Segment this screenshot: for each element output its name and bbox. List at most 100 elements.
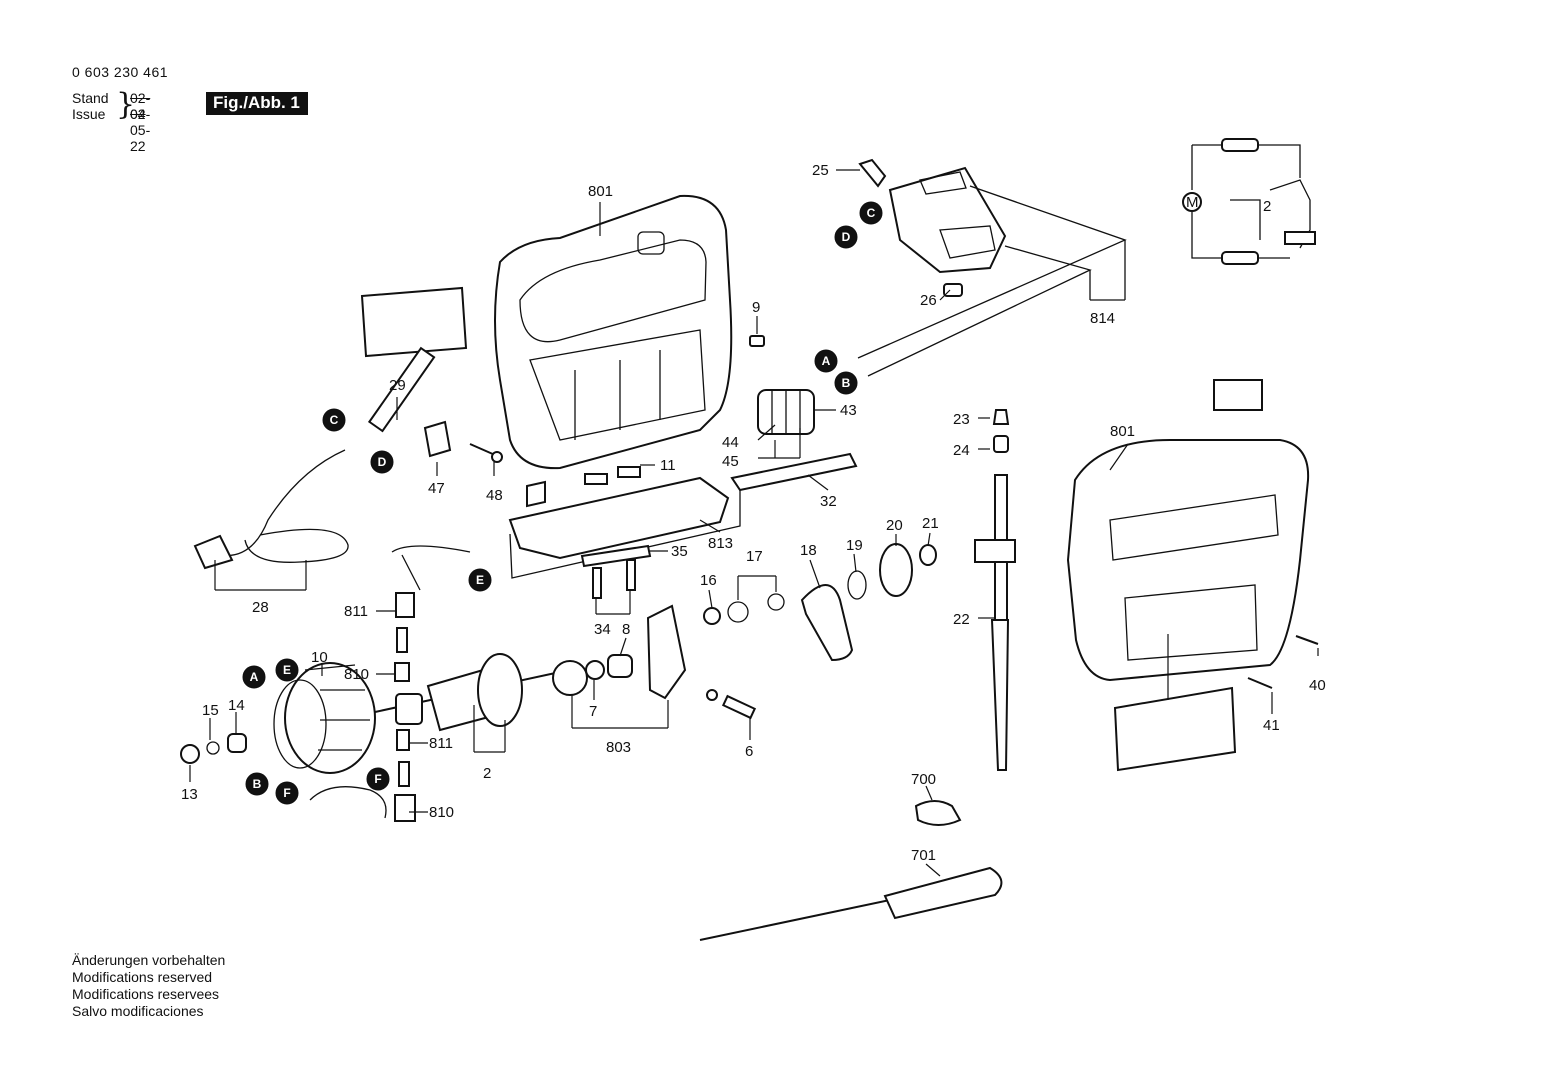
connection-markers: C D A B C D E A — [242, 201, 883, 805]
svg-text:F: F — [374, 772, 381, 786]
part-label: 43 — [840, 402, 857, 419]
part-label: 9 — [752, 299, 760, 316]
part-label: 35 — [671, 543, 688, 560]
stand-issue-block: Stand 02-04 Issue 02-05-22 } — [72, 88, 150, 155]
part-label: 813 — [708, 535, 733, 552]
part-labels: 801 25 9 26 814 29 47 48 43 44 45 11 32 … — [181, 162, 1326, 864]
bushing-24 — [993, 435, 1009, 453]
part-label: 10 — [311, 649, 328, 666]
footer-line: Änderungen vorbehalten — [72, 952, 226, 968]
brush-box-810-lower — [394, 794, 416, 822]
svg-text:F: F — [283, 786, 290, 800]
connection-marker: A — [814, 349, 838, 373]
gear-housing-803 — [646, 604, 687, 700]
brace-glyph: } — [116, 87, 136, 122]
part-label: 811 — [344, 603, 368, 620]
leader-lines — [189, 169, 1319, 877]
part-label: 16 — [700, 572, 717, 589]
cord-sleeve-29 — [367, 346, 436, 433]
stand-label: Stand — [72, 90, 109, 106]
housing-half-left — [494, 194, 733, 470]
switch-assembly — [858, 158, 1007, 297]
bearing-7 — [585, 660, 605, 680]
part-label: 18 — [800, 542, 817, 559]
lead-e — [391, 545, 471, 591]
part-label: 29 — [389, 377, 406, 394]
part-number: 0 603 230 461 — [72, 64, 169, 80]
label-801-upper — [1213, 379, 1263, 411]
lead-f — [309, 786, 387, 819]
part-label: 32 — [820, 493, 837, 510]
part-label: 14 — [228, 697, 245, 714]
label-plate-left — [360, 286, 468, 358]
part-label: 814 — [1090, 310, 1115, 327]
svg-text:C: C — [330, 413, 339, 427]
part-label: 6 — [745, 743, 753, 760]
connection-marker: A — [242, 665, 266, 689]
svg-text:E: E — [283, 663, 291, 677]
figure-label: Fig./Abb. 1 — [206, 92, 308, 115]
svg-text:B: B — [253, 777, 262, 791]
brush-box-811-upper — [395, 592, 415, 618]
connection-marker: C — [859, 201, 883, 225]
connection-marker: B — [245, 772, 269, 796]
pin-9 — [749, 335, 765, 347]
part-label: 700 — [911, 771, 936, 788]
brush-810-upper — [394, 662, 410, 682]
ball-bearing — [552, 660, 588, 696]
circuit-switch-label: 2 — [1263, 198, 1271, 215]
part-label: 44 — [722, 434, 739, 451]
screw-6 — [721, 694, 757, 720]
issue-label: Issue — [72, 106, 106, 122]
power-cord — [219, 449, 349, 563]
part-label: 13 — [181, 786, 198, 803]
connection-marker: E — [275, 658, 299, 682]
washer-17a — [727, 601, 749, 623]
part-label: 23 — [953, 411, 970, 428]
connection-marker: F — [275, 781, 299, 805]
footer-line: Modifications reserved — [72, 969, 213, 985]
plug — [193, 534, 234, 570]
screwdriver-701 — [699, 866, 1003, 941]
footer-notes: Änderungen vorbehalten Modifications res… — [72, 952, 225, 1020]
svg-text:C: C — [867, 206, 876, 220]
part-label: 21 — [922, 515, 939, 532]
part-label: 801 — [1110, 423, 1135, 440]
nut-13 — [180, 744, 200, 764]
part-label: 803 — [606, 739, 631, 756]
svg-text:A: A — [822, 354, 831, 368]
bushing-8 — [607, 654, 633, 678]
washer-15 — [206, 741, 220, 755]
screw-34a — [592, 567, 602, 599]
cord-clamp-47 — [423, 420, 452, 458]
saw-blade — [990, 619, 1010, 771]
part-label: 41 — [1263, 717, 1280, 734]
part-label: 34 — [594, 621, 611, 638]
issue-value: 02-05-22 — [130, 106, 151, 154]
part-label: 8 — [622, 621, 630, 638]
spring-lower — [398, 761, 410, 787]
housing-half-right — [1066, 439, 1310, 682]
screw-34b — [626, 559, 636, 591]
part-label: 810 — [429, 804, 454, 821]
washer-6 — [706, 689, 718, 701]
stand-value: 02-04 — [130, 90, 151, 122]
blade-clip-700 — [914, 800, 962, 826]
spring-23 — [992, 409, 1010, 425]
label-plate-right — [1113, 686, 1237, 772]
washer-17b — [767, 593, 785, 611]
part-label: 7 — [589, 703, 597, 720]
part-drawings — [180, 138, 1319, 941]
lever-32 — [730, 452, 858, 492]
spring-upper — [396, 627, 408, 653]
part-label: 47 — [428, 480, 445, 497]
bearing-21 — [919, 544, 937, 566]
armature-2 — [374, 653, 561, 732]
part-label: 801 — [588, 183, 613, 200]
part-label: 24 — [953, 442, 970, 459]
part-label: 811 — [429, 735, 453, 752]
part-label: 25 — [812, 162, 829, 179]
cam-disc-18 — [800, 584, 854, 662]
part-label: 40 — [1309, 677, 1326, 694]
